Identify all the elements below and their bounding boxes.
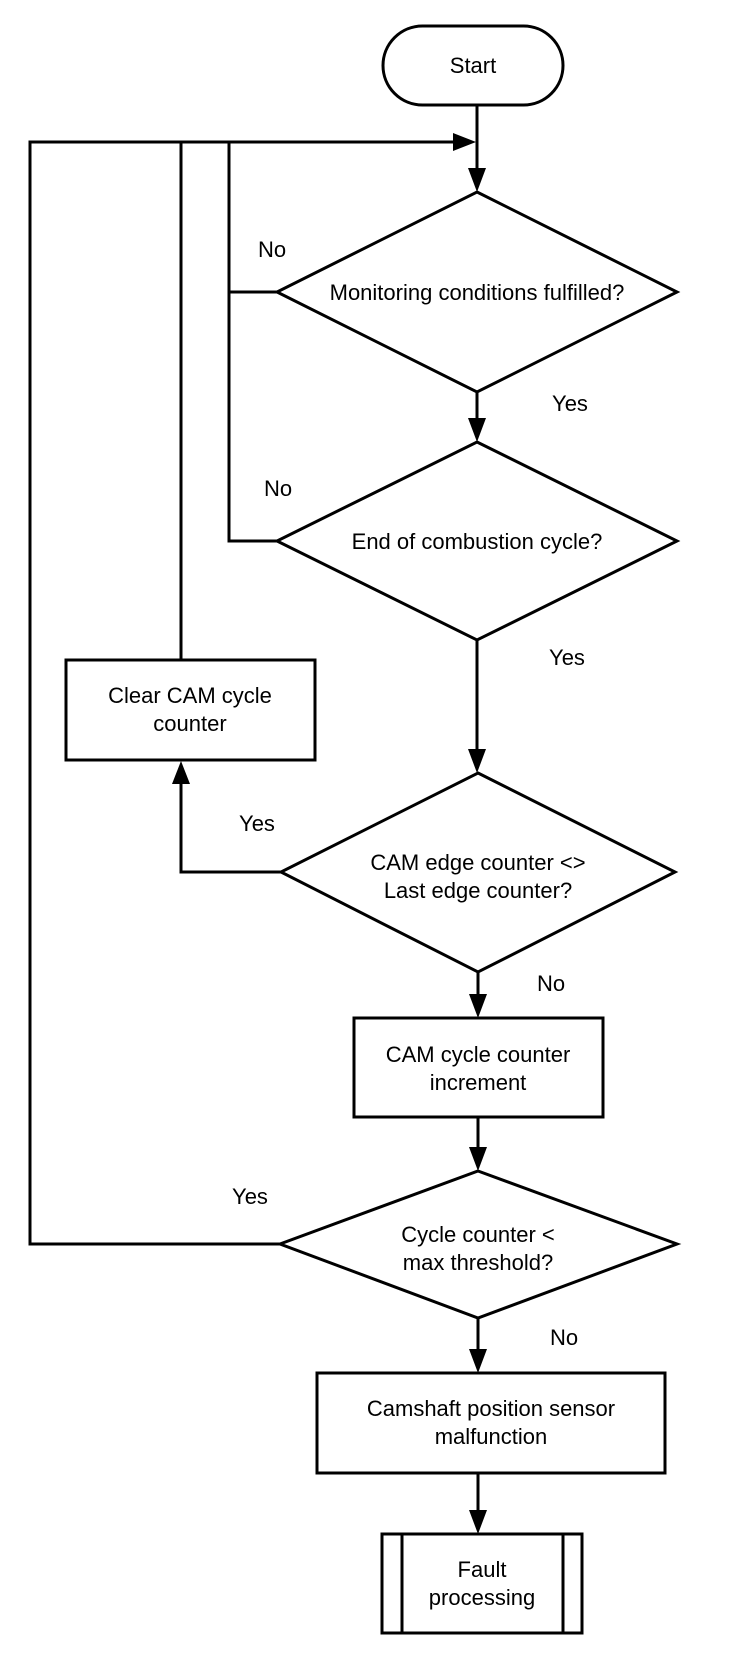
fault-processing-label-line2: processing — [429, 1585, 535, 1610]
node-cycle-counter-threshold: Cycle counter < max threshold? — [275, 1169, 682, 1320]
arrowhead-into-threshold — [469, 1147, 487, 1171]
fault-processing-label-line1: Fault — [458, 1557, 507, 1582]
edge-compare-label-line1: CAM edge counter <> — [370, 850, 585, 875]
node-fault-processing: Fault processing — [380, 1532, 584, 1635]
combustion-decision-shape — [273, 440, 681, 642]
increment-process-shape — [352, 1016, 605, 1119]
edge-compare-decision-shape — [277, 771, 679, 974]
increment-label-line2: increment — [430, 1070, 527, 1095]
edge-label-threshold-yes: Yes — [232, 1184, 268, 1209]
connector-combustion-no-loop — [227, 142, 279, 543]
threshold-decision-shape — [275, 1169, 682, 1320]
threshold-label-line1: Cycle counter < — [401, 1222, 554, 1247]
clear-counter-label-line1: Clear CAM cycle — [108, 683, 272, 708]
monitoring-decision-label: Monitoring conditions fulfilled? — [330, 280, 625, 305]
node-end-of-combustion-cycle: End of combustion cycle? — [273, 440, 681, 642]
connectors — [28, 105, 487, 1534]
arrowhead-into-clear-counter — [172, 761, 190, 784]
edge-label-combustion-yes: Yes — [549, 645, 585, 670]
monitoring-decision-shape — [273, 190, 681, 394]
malfunction-label-line1: Camshaft position sensor — [367, 1396, 615, 1421]
node-monitoring-conditions: Monitoring conditions fulfilled? — [273, 190, 681, 394]
edge-compare-label-line2: Last edge counter? — [384, 878, 572, 903]
malfunction-process-shape — [315, 1371, 667, 1475]
clear-counter-label-line2: counter — [153, 711, 226, 736]
node-camshaft-sensor-malfunction: Camshaft position sensor malfunction — [315, 1371, 667, 1475]
edge-label-monitoring-yes: Yes — [552, 391, 588, 416]
edge-label-edge-compare-yes: Yes — [239, 811, 275, 836]
arrowhead-into-edge-compare — [468, 749, 486, 773]
start-label: Start — [450, 53, 496, 78]
increment-label-line1: CAM cycle counter — [386, 1042, 571, 1067]
node-start: Start — [381, 24, 565, 107]
edge-label-combustion-no: No — [264, 476, 292, 501]
node-clear-cam-cycle-counter: Clear CAM cycle counter — [64, 658, 317, 762]
arrowhead-into-malfunction — [469, 1349, 487, 1373]
combustion-decision-label: End of combustion cycle? — [352, 529, 603, 554]
malfunction-label-line2: malfunction — [435, 1424, 548, 1449]
clear-counter-process-shape — [64, 658, 317, 762]
arrowhead-into-fault-processing — [469, 1510, 487, 1534]
node-cam-cycle-counter-increment: CAM cycle counter increment — [352, 1016, 605, 1119]
arrowhead-into-increment — [469, 994, 487, 1018]
edge-label-edge-compare-no: No — [537, 971, 565, 996]
edge-label-threshold-no: No — [550, 1325, 578, 1350]
start-terminator-shape — [381, 24, 565, 107]
connector-edge-compare-yes-to-clear — [179, 784, 283, 874]
node-cam-edge-counter-compare: CAM edge counter <> Last edge counter? — [277, 771, 679, 974]
fault-processing-shape — [380, 1532, 584, 1635]
connector-threshold-yes-loop — [28, 140, 453, 1246]
edge-label-monitoring-no: No — [258, 237, 286, 262]
threshold-label-line2: max threshold? — [403, 1250, 553, 1275]
arrowhead-into-monitoring — [468, 168, 486, 192]
arrowhead-into-combustion — [468, 418, 486, 442]
arrowhead-into-main-spine — [453, 133, 476, 151]
